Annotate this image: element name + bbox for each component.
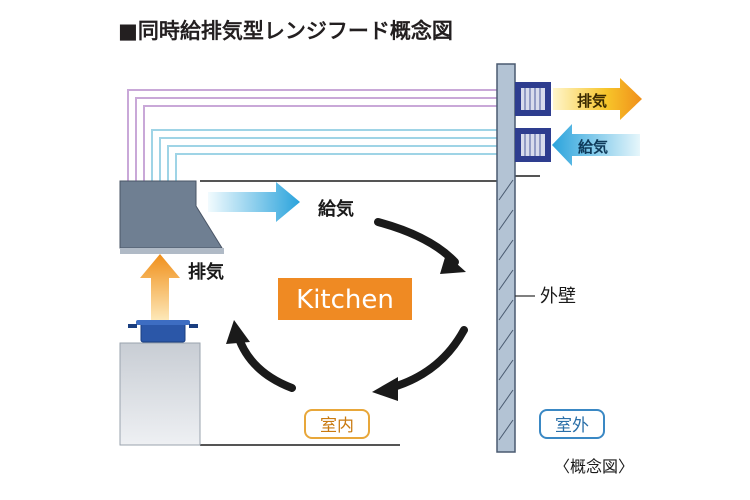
supply-duct [151, 129, 515, 181]
diagram-title: ■同時給排気型レンジフード概念図 [118, 19, 453, 43]
outdoor-exhaust-arrow [553, 78, 642, 120]
exhaust-duct [127, 89, 515, 181]
outdoor-badge [539, 409, 605, 439]
indoor-badge [304, 409, 370, 439]
indoor-supply-label: 給気 [318, 198, 354, 220]
outdoor-supply-arrow [552, 124, 640, 166]
stove-counter [119, 342, 201, 446]
outdoor-exhaust-label: 排気 [577, 92, 607, 110]
circulation-arrows [226, 218, 468, 401]
outer-wall [496, 63, 516, 453]
range-hood-lip [120, 248, 224, 254]
outdoor-label: 室外 [555, 416, 589, 436]
diagram-caption: 〈概念図〉 [554, 457, 634, 476]
exhaust-vent [515, 82, 551, 116]
outer-wall-label: 外壁 [540, 286, 576, 307]
supply-vent [515, 128, 551, 162]
range-hood [119, 180, 223, 249]
indoor-label: 室内 [320, 416, 354, 436]
cooking-pot [128, 320, 198, 343]
kitchen-label: Kitchen [296, 285, 394, 315]
indoor-supply-arrow [208, 182, 300, 222]
kitchen-badge [278, 278, 412, 320]
outer-wall-hatching [498, 179, 514, 441]
outdoor-supply-label: 給気 [578, 138, 608, 156]
indoor-exhaust-arrow [140, 254, 180, 320]
indoor-exhaust-label: 排気 [188, 261, 224, 283]
